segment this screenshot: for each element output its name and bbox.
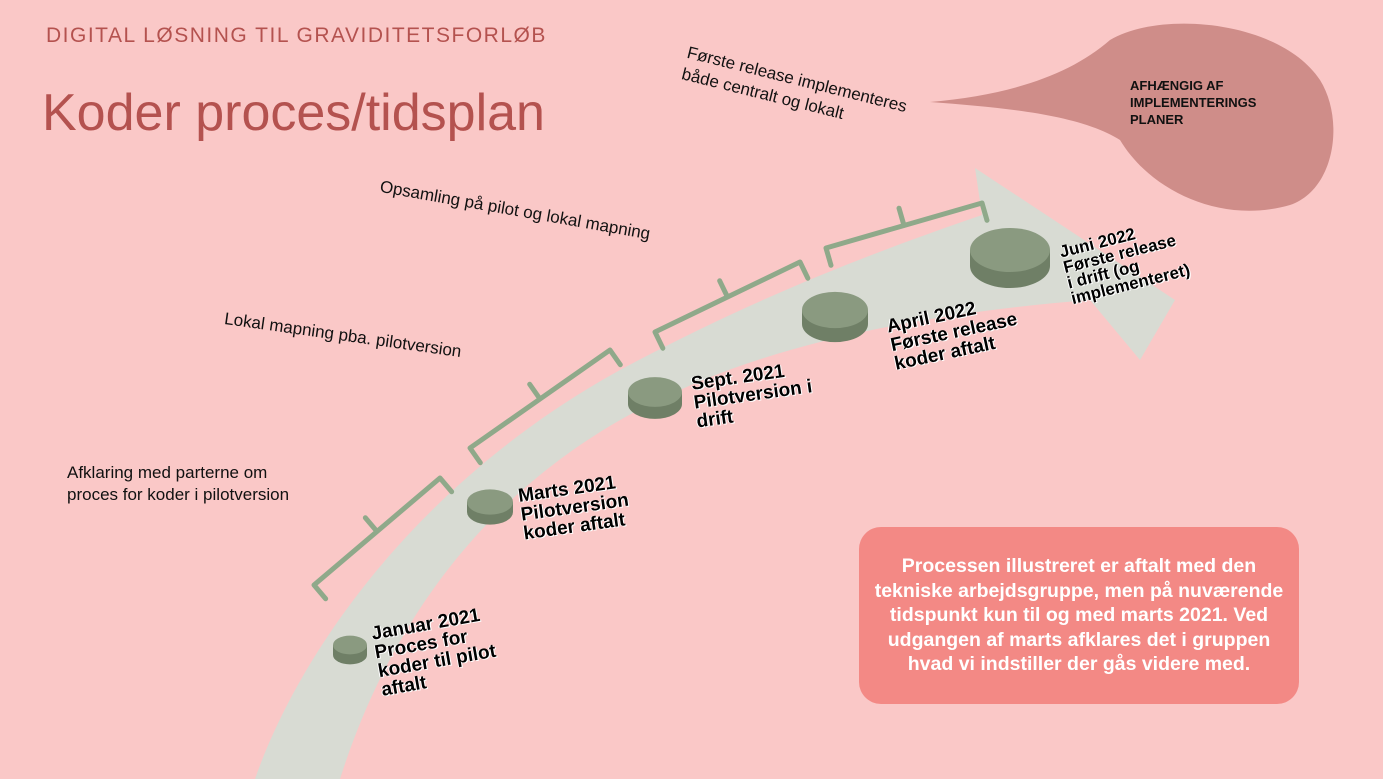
note-box: Processen illustreret er aftalt med den … [859, 527, 1299, 704]
phase-bracket-4 [823, 200, 990, 268]
phase-bracket-1 [311, 475, 455, 602]
milestone-disc-4 [802, 291, 868, 343]
speech-bubble-shape [930, 23, 1334, 211]
milestone-disc-5 [970, 228, 1050, 288]
note-text: Processen illustreret er aftalt med den … [874, 555, 1284, 676]
slide-subtitle: DIGITAL LØSNING TIL GRAVIDITETSFORLØB [46, 24, 547, 47]
milestone-disc-2 [467, 489, 513, 525]
milestone-disc-3 [628, 377, 682, 419]
phase-bracket-3 [652, 259, 811, 351]
slide-title: Koder proces/tidsplan [42, 84, 545, 142]
dependency-bubble-text: AFHÆNGIG AF IMPLEMENTERINGS PLANER [1130, 78, 1257, 127]
phase-label-1: Afklaring med parterne om proces for kod… [67, 463, 290, 504]
milestone-disc-1 [333, 635, 367, 665]
phase-bracket-2 [467, 347, 623, 466]
timeline-arrow [255, 168, 1175, 779]
